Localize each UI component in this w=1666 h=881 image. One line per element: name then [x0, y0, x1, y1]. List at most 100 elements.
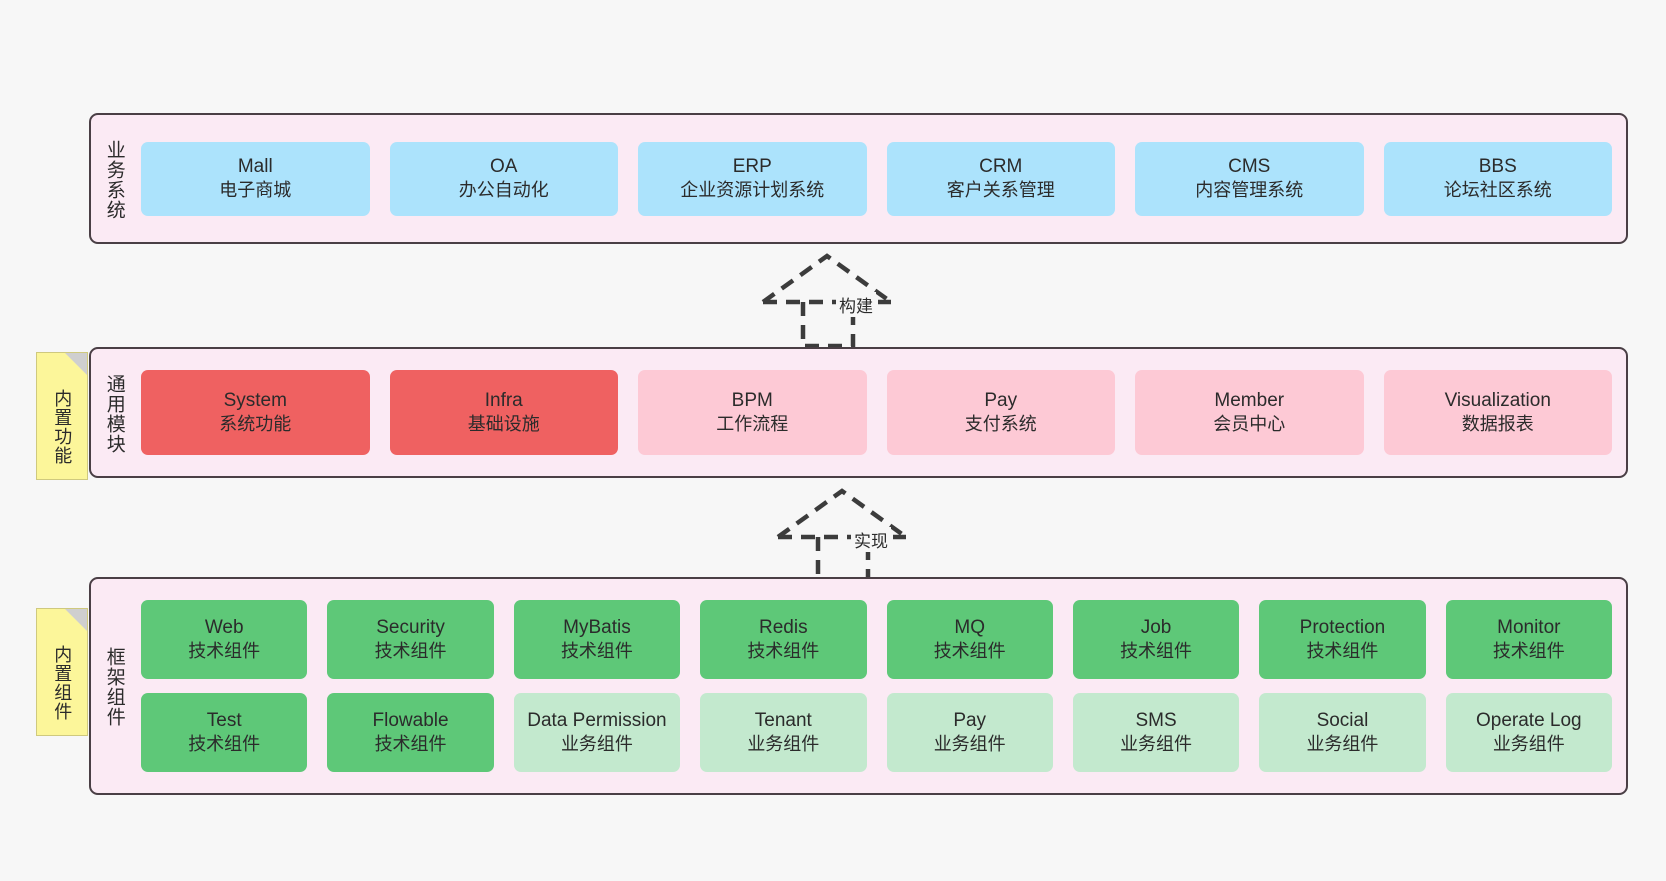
box-crm-subtitle: 客户关系管理 — [946, 180, 1055, 201]
box-pay-component-title: Pay — [953, 710, 987, 732]
layer-title-business-systems: 业务系统 — [103, 139, 125, 220]
box-cms[interactable]: CMS 内容管理系统 — [1135, 141, 1364, 216]
box-sms-title: SMS — [1135, 710, 1177, 732]
box-tenant[interactable]: Tenant 业务组件 — [700, 693, 867, 772]
box-sms-subtitle: 业务组件 — [1120, 734, 1193, 755]
layer-body-business-systems: Mall 电子商城 OA 办公自动化 ERP 企业资源计划系统 CRM 客户关系… — [137, 115, 1626, 242]
box-social-subtitle: 业务组件 — [1306, 734, 1379, 755]
box-web[interactable]: Web 技术组件 — [141, 600, 308, 679]
box-member-title: Member — [1214, 390, 1285, 412]
box-flowable[interactable]: Flowable 技术组件 — [327, 693, 494, 772]
box-job-title: Job — [1140, 617, 1172, 639]
box-crm[interactable]: CRM 客户关系管理 — [886, 141, 1115, 216]
layer-body-framework-components: Web 技术组件 Security 技术组件 MyBatis 技术组件 Redi… — [137, 579, 1626, 793]
framework-components-row-1: Web 技术组件 Security 技术组件 MyBatis 技术组件 Redi… — [141, 600, 1612, 679]
box-cms-subtitle: 内容管理系统 — [1195, 180, 1304, 201]
box-mall-title: Mall — [237, 156, 273, 178]
sticky-note-builtin-features: 内置功能 — [36, 352, 88, 480]
box-mall[interactable]: Mall 电子商城 — [141, 141, 370, 216]
box-pay-module[interactable]: Pay 支付系统 — [886, 370, 1115, 455]
box-erp-subtitle: 企业资源计划系统 — [680, 180, 825, 201]
box-system-title: System — [223, 390, 287, 412]
generalization-arrow-build-icon — [761, 253, 893, 349]
box-mybatis-title: MyBatis — [563, 617, 631, 639]
box-web-title: Web — [204, 617, 244, 639]
box-monitor-title: Monitor — [1497, 617, 1561, 639]
box-mybatis-subtitle: 技术组件 — [560, 641, 633, 662]
box-member[interactable]: Member 会员中心 — [1135, 370, 1364, 455]
box-oa-title: OA — [490, 156, 518, 178]
box-visualization-subtitle: 数据报表 — [1461, 414, 1534, 435]
box-member-subtitle: 会员中心 — [1213, 414, 1286, 435]
layer-title-framework-components: 框架组件 — [103, 647, 125, 727]
box-tenant-subtitle: 业务组件 — [747, 734, 820, 755]
box-oa[interactable]: OA 办公自动化 — [389, 141, 618, 216]
box-protection[interactable]: Protection 技术组件 — [1259, 600, 1426, 679]
box-bpm-title: BPM — [731, 390, 773, 412]
business-systems-row: Mall 电子商城 OA 办公自动化 ERP 企业资源计划系统 CRM 客户关系… — [141, 141, 1612, 216]
box-infra-title: Infra — [484, 390, 523, 412]
box-web-subtitle: 技术组件 — [188, 641, 261, 662]
box-mq[interactable]: MQ 技术组件 — [886, 600, 1053, 679]
box-data-permission[interactable]: Data Permission 业务组件 — [513, 693, 681, 772]
box-data-permission-title: Data Permission — [527, 710, 667, 732]
box-protection-subtitle: 技术组件 — [1306, 641, 1379, 662]
box-visualization-title: Visualization — [1444, 390, 1551, 412]
box-bbs-title: BBS — [1478, 156, 1517, 178]
box-pay-module-subtitle: 支付系统 — [964, 414, 1037, 435]
layer-title-common-modules: 通用模块 — [103, 373, 125, 454]
box-monitor-subtitle: 技术组件 — [1492, 641, 1565, 662]
box-operate-log[interactable]: Operate Log 业务组件 — [1445, 693, 1612, 772]
box-flowable-subtitle: 技术组件 — [374, 734, 447, 755]
box-system[interactable]: System 系统功能 — [141, 370, 370, 455]
box-job-subtitle: 技术组件 — [1120, 641, 1193, 662]
box-oa-subtitle: 办公自动化 — [458, 180, 549, 201]
box-pay-component[interactable]: Pay 业务组件 — [886, 693, 1053, 772]
box-mq-title: MQ — [954, 617, 985, 639]
box-social[interactable]: Social 业务组件 — [1259, 693, 1426, 772]
box-mq-subtitle: 技术组件 — [933, 641, 1006, 662]
box-infra-subtitle: 基础设施 — [467, 414, 540, 435]
box-redis[interactable]: Redis 技术组件 — [700, 600, 867, 679]
box-social-title: Social — [1316, 710, 1369, 732]
box-monitor[interactable]: Monitor 技术组件 — [1445, 600, 1612, 679]
box-infra[interactable]: Infra 基础设施 — [389, 370, 618, 455]
framework-components-row-2: Test 技术组件 Flowable 技术组件 Data Permission … — [141, 693, 1612, 772]
box-protection-title: Protection — [1299, 617, 1386, 639]
box-test-title: Test — [206, 710, 242, 732]
box-erp[interactable]: ERP 企业资源计划系统 — [638, 141, 867, 216]
layer-body-common-modules: System 系统功能 Infra 基础设施 BPM 工作流程 Pay 支付系统… — [137, 349, 1626, 476]
box-visualization[interactable]: Visualization 数据报表 — [1383, 370, 1612, 455]
layer-common-modules: 通用模块 System 系统功能 Infra 基础设施 BPM 工作流程 Pay… — [89, 347, 1628, 478]
connector-implement-label: 实现 — [851, 527, 891, 552]
box-bbs[interactable]: BBS 论坛社区系统 — [1383, 141, 1612, 216]
box-crm-title: CRM — [979, 156, 1023, 178]
box-security[interactable]: Security 技术组件 — [327, 600, 494, 679]
box-security-subtitle: 技术组件 — [374, 641, 447, 662]
layer-business-systems: 业务系统 Mall 电子商城 OA 办公自动化 ERP 企业资源计划系统 CRM… — [89, 113, 1628, 244]
box-system-subtitle: 系统功能 — [219, 414, 292, 435]
box-test-subtitle: 技术组件 — [188, 734, 261, 755]
box-security-title: Security — [376, 617, 445, 639]
box-sms[interactable]: SMS 业务组件 — [1072, 693, 1240, 772]
box-job[interactable]: Job 技术组件 — [1072, 600, 1240, 679]
box-operate-log-subtitle: 业务组件 — [1492, 734, 1565, 755]
box-data-permission-subtitle: 业务组件 — [560, 734, 633, 755]
layer-framework-components: 框架组件 Web 技术组件 Security 技术组件 MyBatis 技术组件… — [89, 577, 1628, 795]
box-mall-subtitle: 电子商城 — [219, 180, 292, 201]
common-modules-row: System 系统功能 Infra 基础设施 BPM 工作流程 Pay 支付系统… — [141, 370, 1612, 455]
box-bpm-subtitle: 工作流程 — [716, 414, 789, 435]
box-redis-subtitle: 技术组件 — [747, 641, 820, 662]
box-mybatis[interactable]: MyBatis 技术组件 — [513, 600, 681, 679]
box-tenant-title: Tenant — [754, 710, 812, 732]
box-pay-component-subtitle: 业务组件 — [933, 734, 1006, 755]
box-redis-title: Redis — [759, 617, 808, 639]
box-test[interactable]: Test 技术组件 — [141, 693, 308, 772]
box-operate-log-title: Operate Log — [1475, 710, 1582, 732]
connector-build: 构建 — [761, 253, 951, 359]
sticky-note-builtin-features-label: 内置功能 — [52, 389, 73, 465]
sticky-note-builtin-components-label: 内置组件 — [52, 645, 73, 721]
box-bpm[interactable]: BPM 工作流程 — [638, 370, 867, 455]
box-pay-module-title: Pay — [984, 390, 1018, 412]
